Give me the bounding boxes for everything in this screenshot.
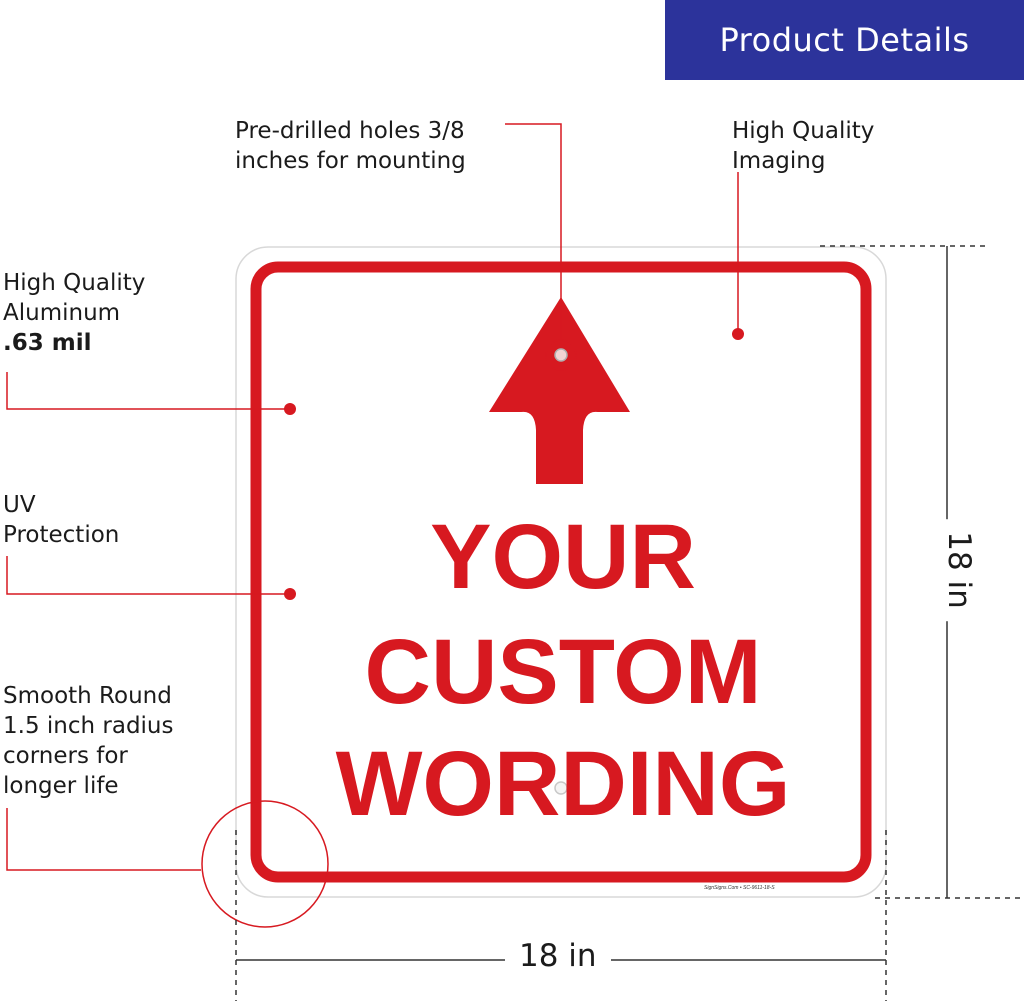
imaging-callout-label: High Quality Imaging	[732, 116, 874, 176]
corners-label-line-1: Smooth Round	[3, 683, 172, 709]
up-arrow-icon	[489, 297, 630, 484]
holes-label-line-1: Pre-drilled holes 3/8	[235, 118, 465, 144]
imaging-label-line-1: High Quality	[732, 118, 875, 144]
imaging-label-line-2: Imaging	[732, 148, 826, 174]
holes-label-line-2: inches for mounting	[235, 148, 466, 174]
maker-mark: SignSigns.Com • SC-9611-18-S	[704, 885, 775, 891]
sign-line-1: YOUR	[430, 506, 696, 608]
corners-label-line-2: 1.5 inch radius	[3, 713, 174, 739]
aluminum-callout-line	[6, 372, 289, 410]
corner-highlight-circle	[201, 800, 329, 928]
aluminum-label-line-2: Aluminum	[3, 300, 121, 326]
holes-callout-line	[505, 123, 562, 340]
sign-line-3: WORDING	[336, 733, 791, 835]
sign-line-2: CUSTOM	[365, 621, 762, 723]
height-dimension-label: 18 in	[940, 519, 977, 621]
holes-callout-label: Pre-drilled holes 3/8 inches for mountin…	[235, 116, 466, 176]
uv-callout-line	[6, 556, 289, 595]
mounting-hole-top	[554, 348, 568, 362]
aluminum-callout-dot	[284, 403, 296, 415]
corners-callout-line	[6, 808, 201, 871]
corners-callout-label: Smooth Round 1.5 inch radius corners for…	[3, 681, 174, 801]
width-dimension-label: 18 in	[505, 938, 611, 974]
uv-label-line-1: UV	[3, 492, 36, 518]
uv-callout-label: UV Protection	[3, 490, 119, 550]
product-details-header: Product Details	[665, 0, 1024, 80]
corners-label-line-3: corners for	[3, 743, 128, 769]
aluminum-callout-label: High Quality Aluminum .63 mil	[3, 268, 145, 358]
mounting-hole-bottom	[554, 781, 568, 795]
aluminum-label-line-1: High Quality	[3, 270, 146, 296]
aluminum-thickness: .63 mil	[3, 330, 92, 356]
uv-label-line-2: Protection	[3, 522, 120, 548]
imaging-callout-dot	[732, 328, 744, 340]
uv-callout-dot	[284, 588, 296, 600]
corners-label-line-4: longer life	[3, 773, 119, 799]
